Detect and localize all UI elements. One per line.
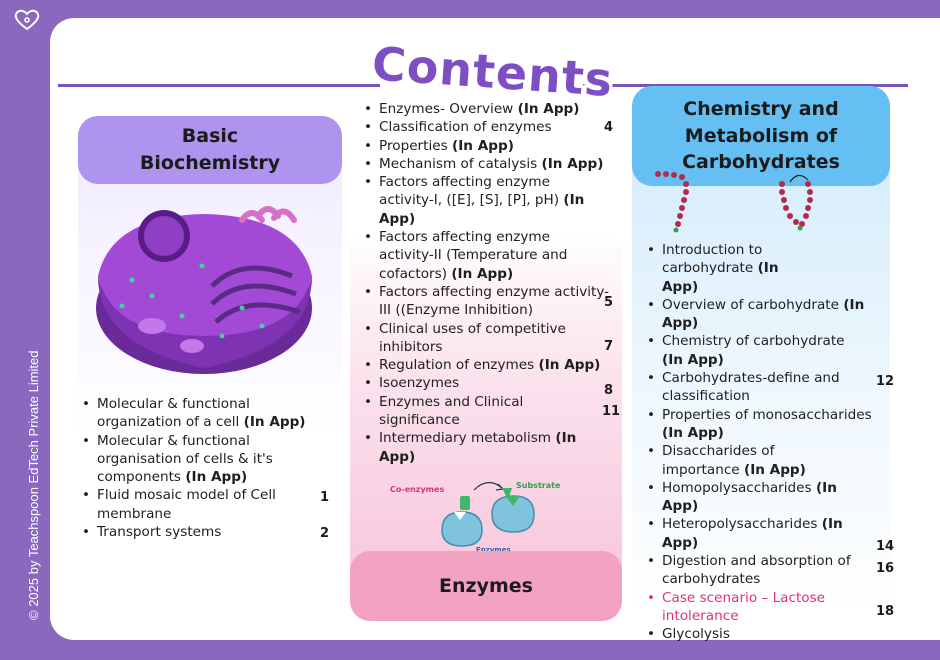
page-number: 4 <box>604 120 614 135</box>
polysaccharide-chain-illustration <box>655 171 813 233</box>
list-item[interactable]: Intermediary metabolism (In App) <box>362 429 579 466</box>
page-number: 18 <box>876 604 895 619</box>
enzymes-heading: Enzymes <box>350 551 622 621</box>
cell-illustration <box>96 206 312 374</box>
list-item[interactable]: Regulation of enzymes (In App) <box>362 356 624 375</box>
page-number: 1 <box>320 490 330 505</box>
title-rule-right <box>583 84 908 87</box>
basic-biochemistry-heading: Basic Biochemistry <box>78 116 342 184</box>
copyright-text: © 2025 by Teachspoon EdTech Private Limi… <box>26 350 41 620</box>
list-item[interactable]: Introduction to carbohydrate (In App) <box>645 241 812 296</box>
list-item[interactable]: Molecular & functional organisation of c… <box>80 432 330 487</box>
list-item[interactable]: Factors affecting enzyme activity-III ((… <box>362 283 614 320</box>
enzymes-list: Enzymes- Overview (In App) Classificatio… <box>362 100 624 466</box>
list-item[interactable]: Mechanism of catalysis (In App) <box>362 155 624 174</box>
list-item[interactable]: Properties of monosaccharides (In App) <box>645 406 872 443</box>
list-item[interactable]: Heteropolysaccharides (In App) <box>645 515 872 552</box>
coenzymes-label: Co-enzymes <box>390 485 444 494</box>
heart-logo-icon <box>14 9 40 31</box>
page-number: 11 <box>602 404 621 419</box>
list-item[interactable]: Disaccharides of importance (In App) <box>645 442 822 479</box>
page-number: 7 <box>604 339 614 354</box>
list-item[interactable]: Molecular & functional organization of a… <box>80 395 330 432</box>
list-item[interactable]: Homopolysaccharides (In App) <box>645 479 872 516</box>
basic-biochemistry-list: Molecular & functional organization of a… <box>80 395 330 542</box>
page-number: 16 <box>876 561 895 576</box>
list-item[interactable]: Digestion and absorption of carbohydrate… <box>645 552 862 589</box>
list-item-highlight[interactable]: Case scenario – Lactose intolerance <box>645 589 862 626</box>
list-item[interactable]: Classification of enzymes <box>362 118 624 137</box>
carbohydrates-heading: Chemistry and Metabolism of Carbohydrate… <box>632 86 890 186</box>
list-item[interactable]: Chemistry of carbohydrate (In App) <box>645 332 862 369</box>
page-number: 8 <box>604 383 614 398</box>
list-item[interactable]: Enzymes- Overview (In App) <box>362 100 624 119</box>
page-number: 14 <box>876 539 895 554</box>
title-rule-left <box>58 84 380 87</box>
enzyme-coenzyme-diagram: Co-enzymes Substrate Enzymes + <box>390 481 561 554</box>
list-item[interactable]: Carbohydrates-define and classification <box>645 369 872 406</box>
list-item[interactable]: Properties (In App) <box>362 137 624 156</box>
enzymes-label: Enzymes <box>476 546 511 554</box>
list-item[interactable]: Overview of carbohydrate (In App) <box>645 296 872 333</box>
substrate-label: Substrate <box>516 481 561 490</box>
list-item[interactable]: Factors affecting enzyme activity-II (Te… <box>362 228 601 283</box>
page-number: 2 <box>320 526 330 541</box>
list-item[interactable]: Fluid mosaic model of Cell membrane <box>80 486 307 523</box>
list-item[interactable]: Transport systems <box>80 523 330 542</box>
list-item[interactable]: Glycolysis <box>645 625 875 644</box>
page-number: 5 <box>604 295 614 310</box>
list-item[interactable]: Enzymes and Clinical significance <box>362 393 549 430</box>
carbohydrates-list: Introduction to carbohydrate (In App) Ov… <box>645 241 875 644</box>
list-item[interactable]: Isoenzymes <box>362 374 624 393</box>
list-item[interactable]: Factors affecting enzyme activity-I, ([E… <box>362 173 589 228</box>
page-number: 12 <box>876 374 895 389</box>
list-item[interactable]: Clinical uses of competitive inhibitors <box>362 320 579 357</box>
